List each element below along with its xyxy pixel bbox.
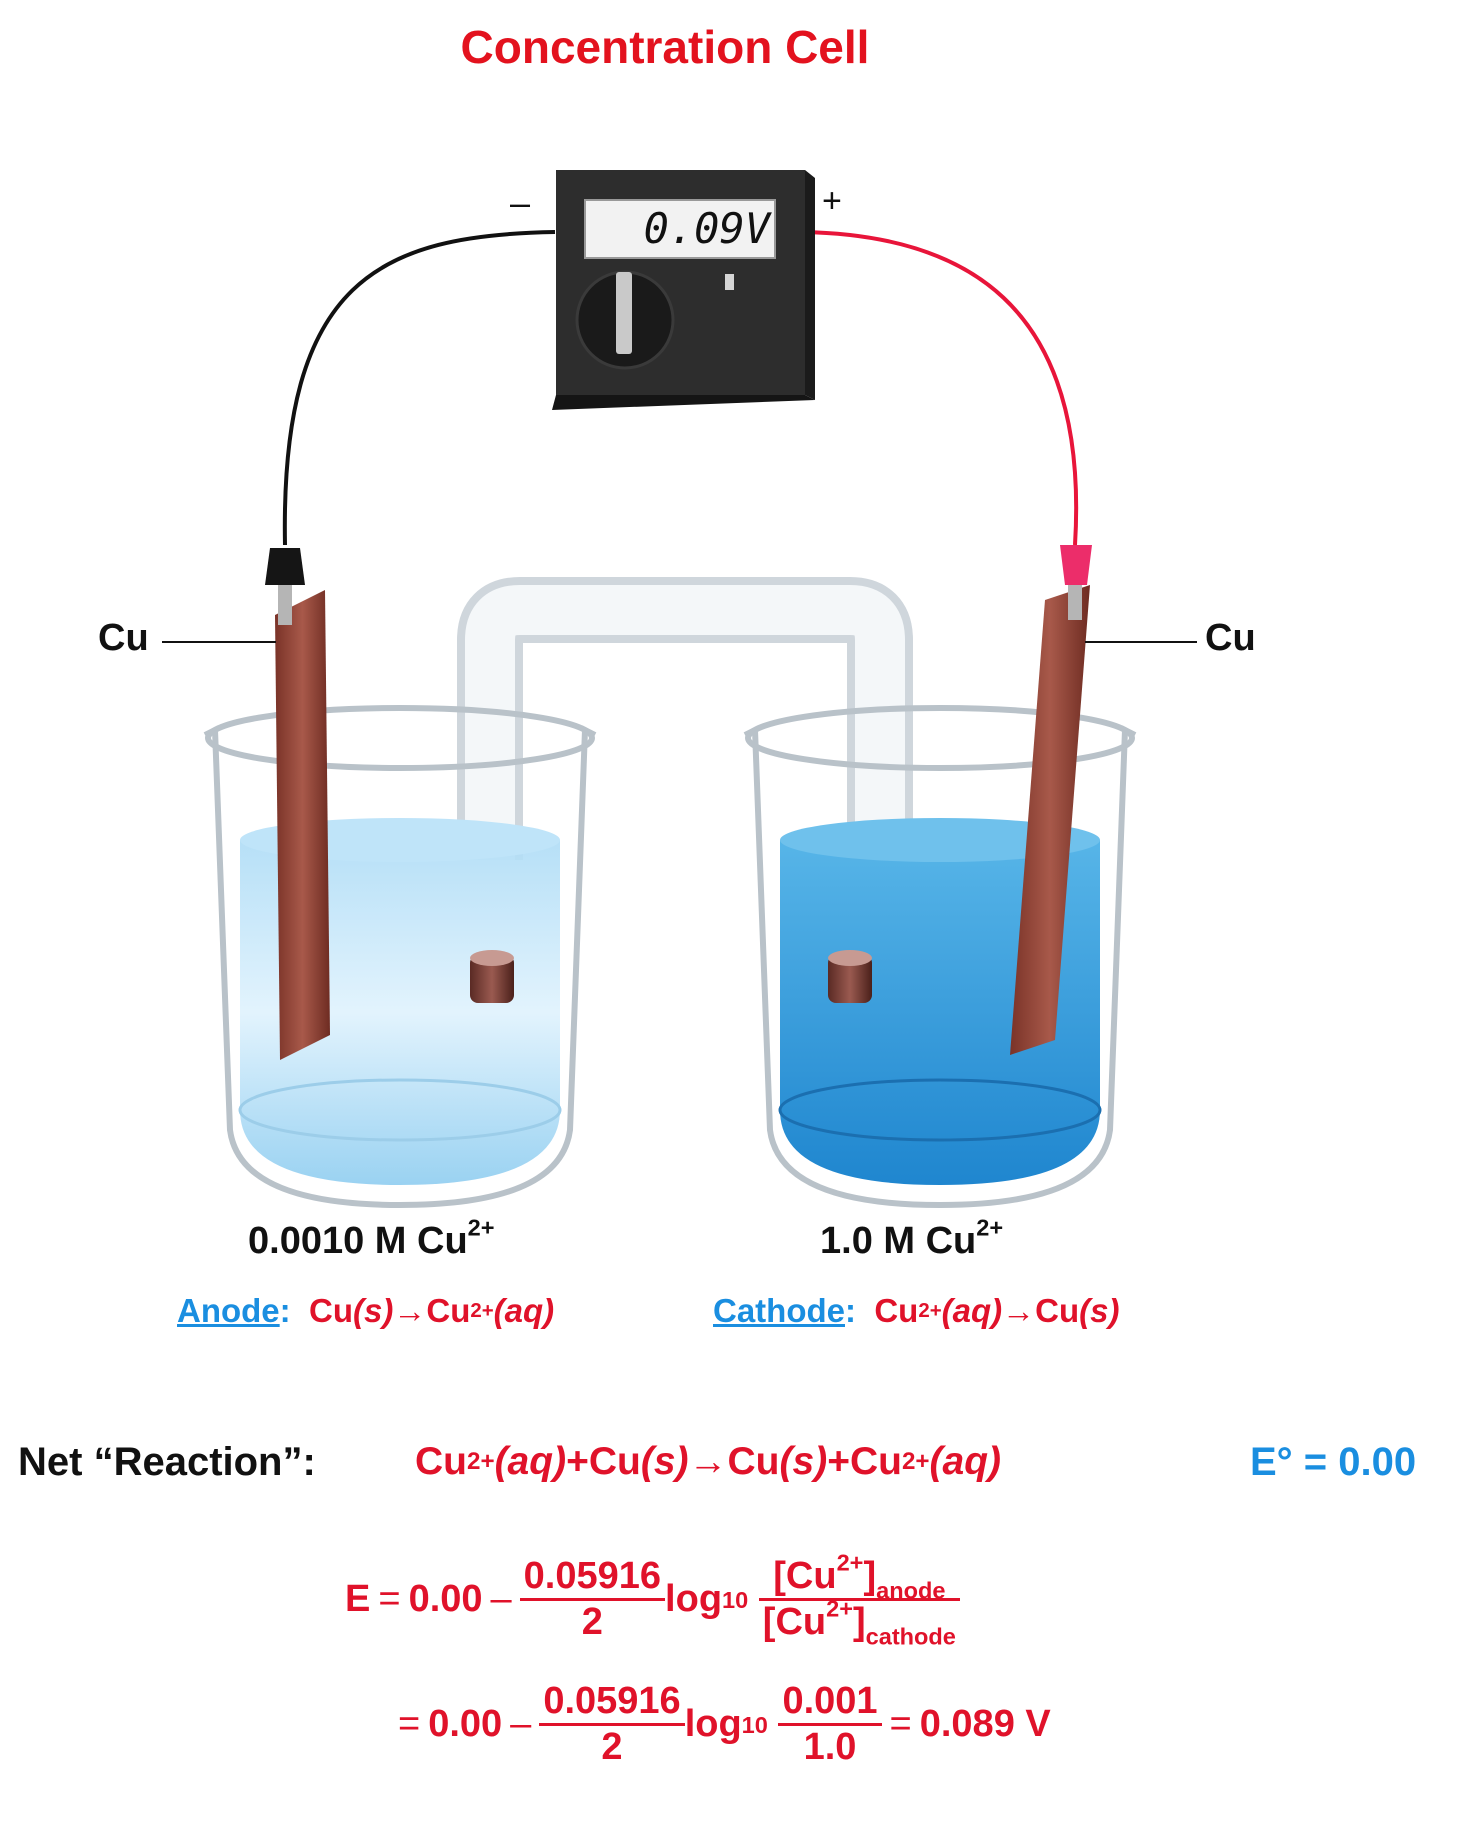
right-plug bbox=[828, 955, 872, 1003]
voltmeter bbox=[552, 170, 815, 410]
standard-potential: E° = 0.00 bbox=[1250, 1440, 1417, 1484]
left-concentration-label: 0.0010 M Cu2+ bbox=[248, 1214, 495, 1262]
red-clip bbox=[1060, 545, 1092, 585]
red-wire bbox=[802, 230, 1079, 546]
right-electrode-label: Cu bbox=[1205, 617, 1256, 659]
cathode-link[interactable]: Cathode bbox=[713, 1292, 845, 1329]
left-electrode-label: Cu bbox=[98, 617, 149, 659]
net-reaction-label: Net “Reaction”: bbox=[18, 1440, 316, 1484]
page-title: Concentration Cell bbox=[460, 21, 870, 73]
black-wire bbox=[282, 230, 556, 546]
concentration-ratio: [Cu2+]anode [Cu2+]cathode bbox=[758, 1551, 960, 1648]
left-beaker bbox=[203, 705, 597, 1209]
left-copper-electrode bbox=[275, 590, 330, 1060]
anode-link[interactable]: Anode bbox=[177, 1292, 280, 1329]
meter-reading: 0.09V bbox=[643, 204, 770, 253]
right-concentration-label: 1.0 M Cu2+ bbox=[820, 1214, 1004, 1262]
meter-minus-terminal: – bbox=[510, 182, 531, 223]
right-copper-electrode bbox=[1010, 585, 1090, 1055]
meter-display bbox=[584, 199, 776, 259]
apparatus-diagram bbox=[162, 170, 1197, 1209]
black-clip bbox=[265, 548, 305, 585]
right-beaker bbox=[743, 705, 1137, 1209]
salt-bridge bbox=[457, 577, 913, 860]
nernst-result: 0.089 V bbox=[919, 1703, 1051, 1745]
meter-plus-terminal: + bbox=[822, 182, 842, 220]
dial-pointer bbox=[616, 272, 632, 354]
left-plug bbox=[470, 955, 514, 1003]
